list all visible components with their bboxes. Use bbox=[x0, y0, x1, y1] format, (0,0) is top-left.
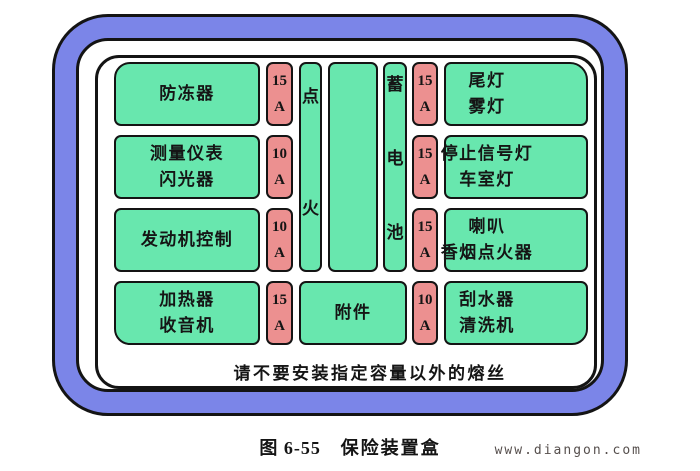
circuit-label: 发动机控制 bbox=[140, 230, 234, 249]
circuit-block-heater-radio: 加热器 收音机 bbox=[114, 281, 260, 345]
fuse-unit: A bbox=[419, 317, 431, 334]
fuse-right-2: 15 A bbox=[412, 135, 438, 199]
fuse-unit: A bbox=[274, 171, 285, 188]
fuse-unit: A bbox=[419, 244, 431, 261]
warning-note: 请不要安装指定容量以外的熔丝 bbox=[233, 364, 507, 383]
circuit-label-line2: 香烟点火器 bbox=[440, 243, 534, 262]
fuse-amp: 15 bbox=[417, 218, 433, 235]
circuit-label-line1: 加热器 bbox=[159, 290, 215, 309]
fuse-left-4: 15 A bbox=[266, 281, 293, 345]
circuit-label-line2: 收音机 bbox=[159, 316, 215, 335]
blank-strip bbox=[328, 62, 378, 272]
fuse-left-1: 15 A bbox=[266, 62, 293, 126]
fuse-amp: 15 bbox=[417, 145, 433, 162]
fuse-unit: A bbox=[274, 98, 285, 115]
circuit-label-line2: 闪光器 bbox=[159, 170, 215, 189]
ignition-char2: 火 bbox=[302, 199, 319, 218]
circuit-label: 防冻器 bbox=[159, 84, 215, 103]
battery-char3: 池 bbox=[386, 223, 404, 242]
fuse-unit: A bbox=[419, 171, 431, 188]
accessories-label: 附件 bbox=[334, 303, 372, 322]
circuit-label-line1: 刮水器 bbox=[459, 290, 515, 309]
fuse-amp: 10 bbox=[272, 218, 287, 235]
fuse-unit: A bbox=[274, 317, 285, 334]
circuit-block-stop-room-lamps: 停止信号灯 车室灯 bbox=[440, 135, 588, 199]
circuit-block-antifreeze: 防冻器 bbox=[114, 62, 260, 126]
figure-number: 图 6-55 bbox=[259, 438, 321, 458]
circuit-label-line1: 停止信号灯 bbox=[440, 144, 534, 163]
accessories-block: 附件 bbox=[299, 281, 407, 345]
fuse-amp: 10 bbox=[417, 291, 433, 308]
fuse-right-4: 10 A bbox=[412, 281, 438, 345]
circuit-block-engine-control: 发动机控制 bbox=[114, 208, 260, 272]
fuse-panel: 防冻器 测量仪表 闪光器 发动机控制 加热器 收音机 15 A 10 A 10 … bbox=[95, 55, 597, 389]
circuit-label-line1: 测量仪表 bbox=[150, 144, 224, 163]
battery-char1: 蓄 bbox=[386, 75, 404, 94]
fuse-amp: 15 bbox=[272, 291, 287, 308]
circuit-label-line1: 喇叭 bbox=[468, 217, 506, 236]
figure-title: 保险装置盒 bbox=[340, 438, 441, 458]
ignition-strip: 点 火 bbox=[299, 62, 322, 272]
fuse-right-1: 15 A bbox=[412, 62, 438, 126]
fuse-left-3: 10 A bbox=[266, 208, 293, 272]
fuse-left-2: 10 A bbox=[266, 135, 293, 199]
battery-strip: 蓄 电 池 bbox=[383, 62, 407, 272]
fuse-amp: 15 bbox=[417, 72, 433, 89]
fuse-unit: A bbox=[274, 244, 285, 261]
watermark-text: www.diangon.com bbox=[494, 443, 642, 458]
fuse-amp: 10 bbox=[272, 145, 287, 162]
circuit-label-line1: 尾灯 bbox=[468, 71, 506, 90]
circuit-label-line2: 车室灯 bbox=[459, 170, 515, 189]
circuit-label-line2: 雾灯 bbox=[468, 97, 506, 116]
fuse-right-3: 15 A bbox=[412, 208, 438, 272]
battery-char2: 电 bbox=[386, 149, 404, 168]
ignition-char1: 点 bbox=[302, 87, 319, 106]
circuit-block-gauges-flasher: 测量仪表 闪光器 bbox=[114, 135, 260, 199]
fuse-amp: 15 bbox=[272, 72, 287, 89]
circuit-block-tail-fog-lamps: 尾灯 雾灯 bbox=[444, 62, 588, 126]
circuit-block-horn-cigarette-lighter: 喇叭 香烟点火器 bbox=[440, 208, 588, 272]
circuit-block-wiper-washer: 刮水器 清洗机 bbox=[444, 281, 588, 345]
fuse-unit: A bbox=[419, 98, 431, 115]
figure-caption: 图 6-55 保险装置盒 bbox=[0, 434, 700, 460]
circuit-label-line2: 清洗机 bbox=[459, 316, 515, 335]
